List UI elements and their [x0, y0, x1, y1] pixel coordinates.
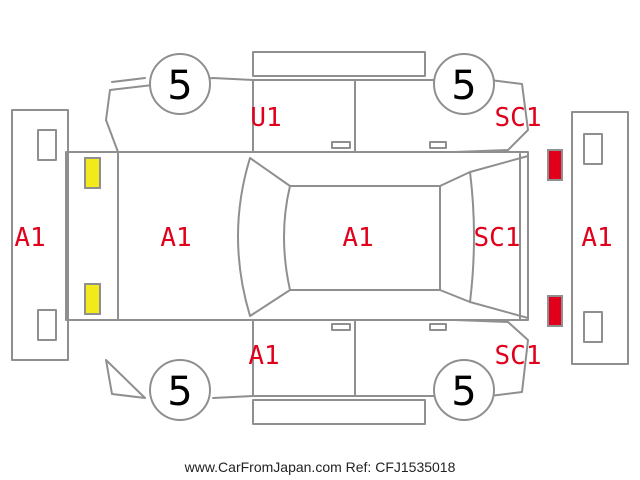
rear-lamp-bottom [547, 295, 563, 327]
code-upper-rear-quarter: SC1 [495, 103, 542, 133]
tire-front-left: 5 [149, 53, 211, 115]
tire-front-right-condition: 5 [167, 369, 192, 415]
rear-bumper [571, 111, 629, 365]
footer-reference: www.CarFromJapan.com Ref: CFJ1535018 [184, 459, 456, 475]
code-hood: A1 [160, 223, 191, 253]
code-roof: A1 [342, 223, 373, 253]
tire-rear-left-condition: 5 [451, 63, 476, 109]
tire-front-left-condition: 5 [167, 63, 192, 109]
front-lamp-top [84, 157, 101, 189]
code-lower-rear-quarter: SC1 [495, 341, 542, 371]
code-upper-front-door: U1 [250, 103, 281, 133]
code-front-bumper: A1 [14, 223, 45, 253]
tire-rear-left: 5 [433, 53, 495, 115]
code-lower-front-door: A1 [248, 341, 279, 371]
tire-front-right: 5 [149, 359, 211, 421]
code-rear-bumper: A1 [581, 223, 612, 253]
lower-side-panel [105, 319, 529, 425]
upper-side-panel [105, 51, 529, 153]
code-trunk: SC1 [474, 223, 521, 253]
front-bumper [11, 109, 69, 361]
front-lamp-bottom [84, 283, 101, 315]
body-top-view [65, 151, 529, 321]
rear-lamp-top [547, 149, 563, 181]
tire-rear-right-condition: 5 [451, 369, 476, 415]
tire-rear-right: 5 [433, 359, 495, 421]
